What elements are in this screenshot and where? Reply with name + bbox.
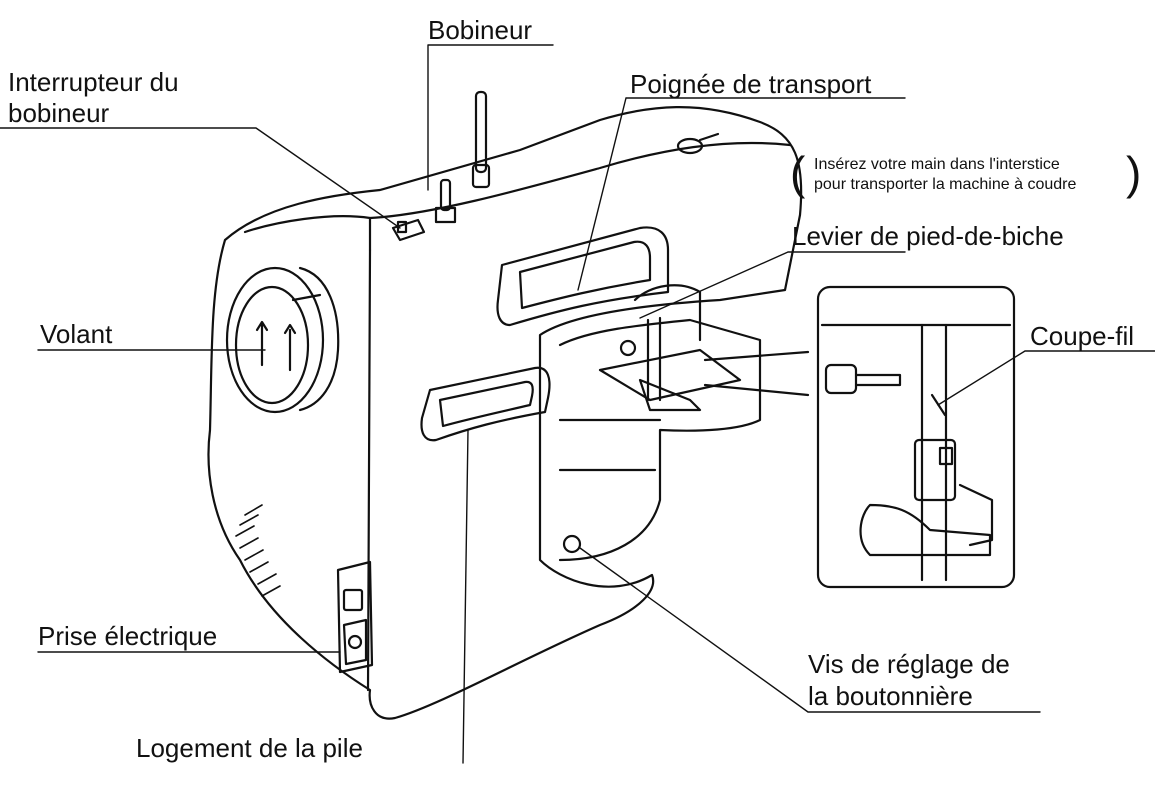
leader-poignee [577,97,906,291]
battery-slot [420,366,551,442]
label-coupe-fil: Coupe-fil [1030,321,1135,351]
zoom-inset [816,285,1016,589]
leader-logement [462,429,469,764]
note-close-paren: ) [1126,147,1142,199]
buttonhole-screw [562,534,582,554]
label-poignee-note-line2: pour transporter la machine à coudre [814,176,1077,193]
winder-switch [391,218,426,242]
vents [235,504,281,597]
label-bobineur: Bobineur [428,15,533,45]
label-interrupteur-line1: Interrupteur du [8,67,179,97]
note-open-paren: ( [790,147,806,199]
label-volant: Volant [40,319,113,349]
carry-handle [496,226,670,327]
label-vis-line1: Vis de réglage de [808,649,1010,679]
label-levier: Levier de pied-de-biche [792,221,1064,251]
power-socket [336,560,374,674]
leader-lines [0,44,1155,764]
handwheel [225,266,340,414]
leader-interrupteur [0,127,401,229]
label-interrupteur-line2: bobineur [8,98,110,128]
label-poignee-note-line1: Insérez votre main dans l'interstice [814,156,1060,173]
leader-coupe-fil [937,350,1155,406]
label-vis-line2: la boutonnière [808,681,973,711]
leader-vis [579,547,1041,713]
needle-area [558,284,762,562]
leader-levier [639,251,906,319]
label-prise: Prise électrique [38,621,218,651]
label-poignee: Poignée de transport [630,69,872,99]
top-knob [676,132,720,155]
machine-body [207,106,803,720]
zoom-pointer [703,350,810,397]
label-logement: Logement de la pile [136,733,363,763]
bobbin-winder [434,90,491,224]
leader-bobineur [427,44,554,191]
